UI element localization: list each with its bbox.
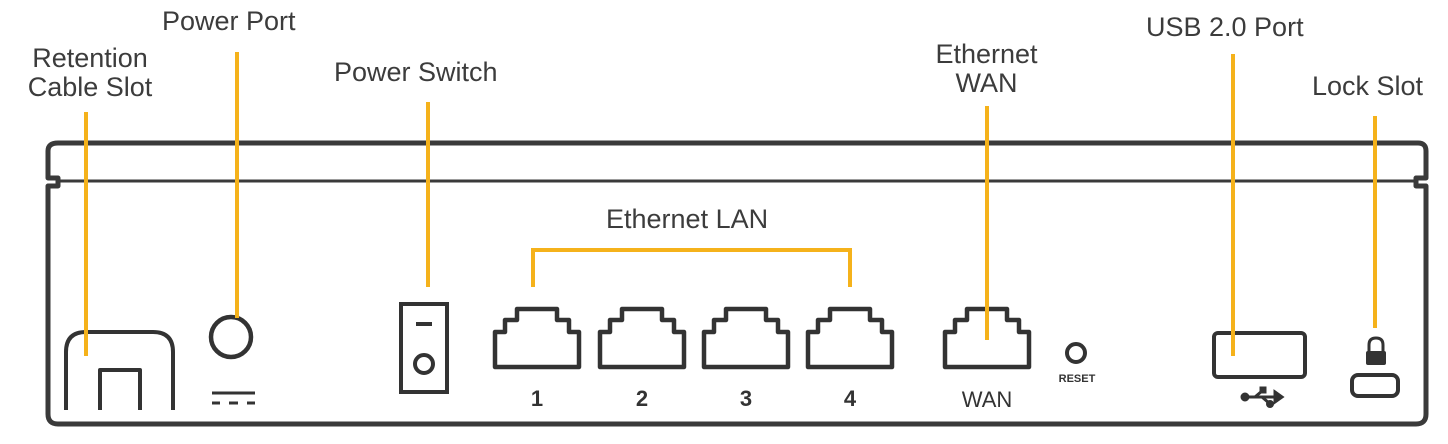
label-ethernet-wan: Ethernet WAN (935, 39, 1038, 98)
label-lock-slot: Lock Slot (1312, 71, 1424, 101)
lan-port-number-3: 3 (739, 386, 753, 411)
callout-lines (84, 52, 1377, 356)
lan-port-number-4: 4 (843, 386, 857, 411)
ethernet-lan-port-2 (597, 306, 687, 370)
padlock-icon (1366, 336, 1386, 365)
wan-port-label: WAN (961, 387, 1013, 412)
device-chassis (45, 140, 1429, 427)
usb-icon (1240, 386, 1285, 408)
lock-slot (1350, 336, 1400, 398)
label-ethernet-lan: Ethernet LAN (606, 204, 769, 234)
usb-port (1212, 331, 1307, 408)
lan-port-number-1: 1 (530, 386, 544, 411)
label-power-switch: Power Switch (334, 57, 498, 87)
dc-power-symbol-icon (212, 391, 255, 405)
callout-ethernet-lan (531, 248, 852, 287)
label-retention-cable-slot: Retention Cable Slot (27, 43, 153, 102)
reset-button (1065, 342, 1087, 364)
power-port (208, 314, 255, 405)
ethernet-wan-port (942, 306, 1032, 370)
lan-port-number-2: 2 (635, 386, 649, 411)
retention-cable-slot (64, 330, 175, 410)
power-switch (399, 302, 449, 394)
label-power-port: Power Port (162, 6, 296, 36)
reset-label: RESET (1058, 373, 1096, 385)
ethernet-lan-port-1 (492, 306, 582, 370)
label-usb-port: USB 2.0 Port (1146, 12, 1304, 42)
ethernet-lan-port-4 (805, 306, 895, 370)
ethernet-lan-port-3 (701, 306, 791, 370)
